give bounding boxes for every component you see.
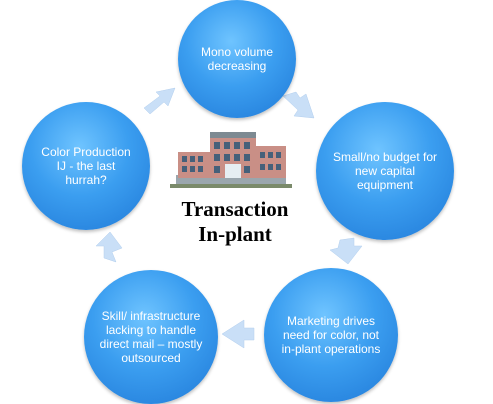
node-budget: Small/no budget for new capital equipmen… xyxy=(316,102,454,240)
node-marketing: Marketing drives need for color, not in-… xyxy=(264,268,398,402)
center-title-line1: Transaction xyxy=(181,197,289,221)
node-marketing-text: Marketing drives need for color, not in-… xyxy=(281,314,381,356)
arrow-skill-to-color xyxy=(95,231,123,263)
node-skill-text: Skill/ infrastructure lacking to handle … xyxy=(99,309,203,365)
node-mono-volume-text: Mono volume decreasing xyxy=(200,45,274,73)
node-color-production: Color Production IJ - the last hurrah? xyxy=(22,102,150,230)
node-color-production-text: Color Production IJ - the last hurrah? xyxy=(41,145,131,187)
arrow-mono-to-budget xyxy=(282,91,315,119)
node-mono-volume: Mono volume decreasing xyxy=(178,0,296,118)
arrow-marketing-to-skill xyxy=(221,319,255,349)
arrow-color-to-mono xyxy=(143,87,176,115)
node-budget-text: Small/no budget for new capital equipmen… xyxy=(332,150,438,192)
center-title-line2: In-plant xyxy=(198,222,272,246)
arrow-budget-to-marketing xyxy=(329,237,363,265)
node-skill: Skill/ infrastructure lacking to handle … xyxy=(84,270,218,404)
